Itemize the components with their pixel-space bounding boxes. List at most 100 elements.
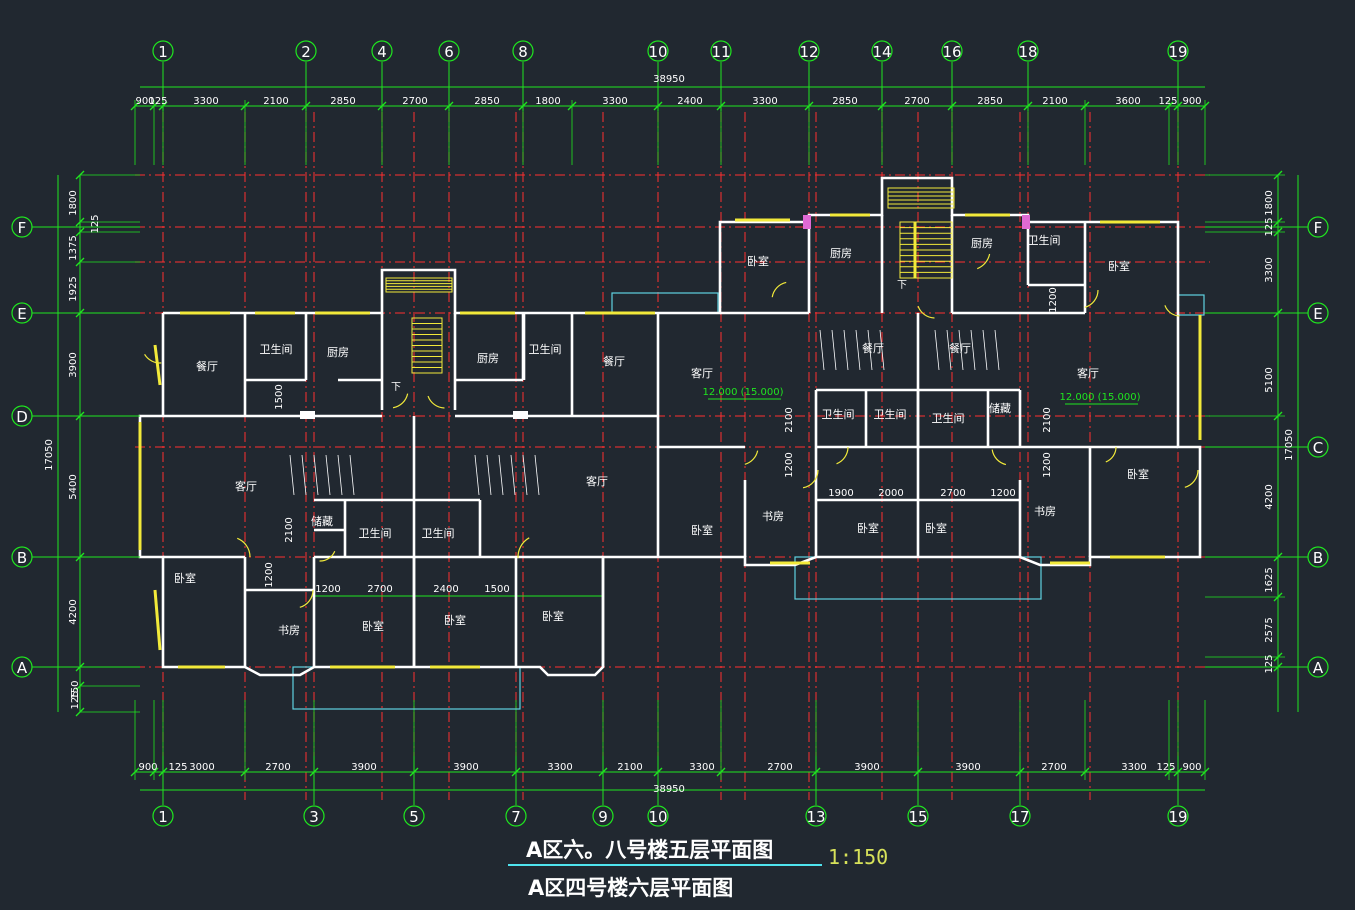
left-dimension: 1375: [68, 235, 79, 260]
room-label: 厨房: [971, 237, 993, 250]
top-dimension: 2700: [402, 96, 427, 107]
inner-dimension: 2700: [940, 488, 965, 499]
scale-label: 1:150: [828, 845, 889, 869]
inner-dimension: 1200: [264, 562, 275, 587]
top-dimension: 2400: [677, 96, 702, 107]
room-label: 储藏: [989, 401, 1011, 415]
right-dimension: 5100: [1264, 367, 1275, 392]
inner-dimension: 2000: [878, 488, 903, 499]
window: [153, 344, 162, 386]
axis-bubble: [438, 40, 460, 62]
axis-label: C: [1313, 439, 1323, 457]
axis-label: 8: [518, 43, 528, 61]
room-label: 餐厅: [949, 341, 971, 355]
left-dimension: 3900: [68, 352, 79, 377]
fan-stair-line: [879, 329, 885, 371]
room-label: 卫生间: [932, 411, 965, 425]
inner-dimension: 1500: [274, 384, 285, 409]
room-label: 卫生间: [822, 407, 855, 421]
inner-dimension: 2100: [784, 407, 795, 432]
fan-stair-line: [522, 454, 528, 496]
top-dimension: 2850: [977, 96, 1002, 107]
bottom-dimension: 900: [1182, 762, 1201, 773]
room-label: 客厅: [586, 474, 608, 488]
fan-stair-line: [970, 329, 976, 371]
axis-bubble: [152, 805, 174, 827]
elevation-label: 12.000 (15.000): [703, 387, 784, 398]
axis-label: 13: [806, 808, 825, 826]
fan-stair-line: [498, 454, 504, 496]
fan-stair-line: [982, 329, 988, 371]
axis-bubble: [592, 805, 614, 827]
inner-dimension: 1200: [990, 488, 1015, 499]
room-label: 卧室: [857, 521, 879, 535]
room-label: 卧室: [444, 613, 466, 627]
axis-bubble: [805, 805, 827, 827]
right-dimension: 4200: [1264, 484, 1275, 509]
door-swing: [977, 253, 991, 270]
top-dimension: 3300: [752, 96, 777, 107]
axis-bubble: [941, 40, 963, 62]
axis-bubble: [647, 40, 669, 62]
axis-bubble: [1017, 40, 1039, 62]
fan-stair-line: [301, 454, 307, 496]
fan-stair-line: [289, 454, 295, 496]
walls: [138, 176, 1202, 677]
room-label: 储藏: [311, 514, 333, 528]
bottom-dimension: 3900: [453, 762, 478, 773]
right-dimension: 125: [1264, 654, 1275, 673]
axis-bubble: [647, 805, 669, 827]
room-label: 卫生间: [260, 342, 293, 356]
top-dimension: 3300: [602, 96, 627, 107]
room-label: 卫生间: [359, 526, 392, 540]
room-label: 卧室: [1108, 259, 1130, 273]
door-swing: [237, 537, 251, 558]
door-swing: [1084, 289, 1099, 308]
room-label: 卫生间: [1028, 233, 1061, 247]
fan-stair-line: [313, 454, 319, 496]
axis-label: F: [1314, 219, 1323, 237]
bottom-dimension: 3300: [689, 762, 714, 773]
axis-bubble: [152, 40, 174, 62]
fan-stair-line: [337, 454, 343, 496]
top-dimension: 2850: [832, 96, 857, 107]
inner-dimension: 1200: [1048, 287, 1059, 312]
door-swing: [517, 537, 530, 558]
bottom-dimension: 2700: [767, 762, 792, 773]
room-label: 卧室: [747, 254, 769, 268]
axis-label: A: [17, 659, 28, 677]
left-dimension: 1800: [68, 190, 79, 215]
axis-label: 6: [444, 43, 454, 61]
inner-dimension: 1200: [315, 584, 340, 595]
fan-stair-line: [855, 329, 861, 371]
fan-stair-line: [946, 329, 952, 371]
door-swing: [392, 393, 409, 409]
door-swing: [299, 589, 314, 608]
top-dimension: 3600: [1115, 96, 1140, 107]
windows: [138, 213, 1202, 669]
axis-bubble: [710, 40, 732, 62]
fan-stair-line: [994, 329, 1000, 371]
pink-column: [1022, 215, 1030, 229]
room-label: 卧室: [362, 619, 384, 633]
axis-bubble: [1167, 40, 1189, 62]
fan-stair-line: [474, 454, 480, 496]
room-label: 厨房: [477, 352, 499, 365]
room-label: 卫生间: [529, 342, 562, 356]
inner-dimension: 2700: [367, 584, 392, 595]
door-swing: [771, 281, 787, 298]
axis-bubble: [871, 40, 893, 62]
room-label: 餐厅: [862, 341, 884, 355]
room-label: 卫生间: [874, 407, 907, 421]
bottom-dimension: 3000: [189, 762, 214, 773]
room-label: 书房: [1034, 505, 1056, 518]
axis-bubble: [371, 40, 393, 62]
balcony-top: [611, 292, 719, 314]
door-swing: [802, 469, 819, 489]
room-label: 客厅: [1077, 366, 1099, 380]
axis-label: E: [1313, 305, 1322, 323]
elevation-label: 12.000 (15.000): [1060, 392, 1141, 403]
fan-stair-line: [325, 454, 331, 496]
pink-column: [803, 215, 811, 229]
room-label: 厨房: [830, 247, 852, 260]
